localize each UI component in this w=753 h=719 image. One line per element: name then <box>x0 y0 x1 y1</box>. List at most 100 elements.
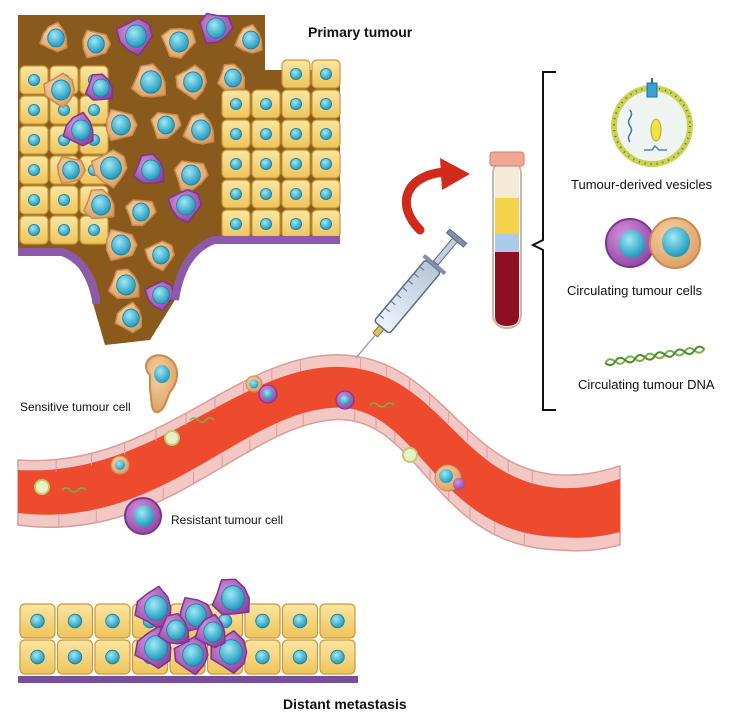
epithelial-cell <box>311 179 341 209</box>
epithelial-cell <box>281 149 311 179</box>
blood-collection-tube <box>489 151 525 329</box>
epithelial-cell <box>281 603 319 639</box>
vesicle-1 <box>34 479 50 495</box>
resistant-cell <box>199 12 234 45</box>
epithelial-cell <box>56 639 94 675</box>
circulating-cell-4 <box>335 390 355 410</box>
sensitive-cell <box>173 160 209 191</box>
sensitive-cell <box>114 301 143 334</box>
resistant-cell <box>144 280 175 312</box>
basement-membrane-primary <box>18 236 340 304</box>
epithelial-cell <box>19 95 49 125</box>
ctdna-fragment-2 <box>189 417 215 423</box>
resistant-cell <box>84 73 114 101</box>
epithelial-cell <box>244 639 281 675</box>
metastasis-tumour-cells <box>134 578 250 676</box>
resistant-tumour-cell <box>124 497 162 535</box>
epithelial-cell <box>281 209 311 239</box>
epithelial-cell <box>94 639 131 675</box>
vesicle-2 <box>164 430 180 446</box>
epithelial-cell <box>281 59 311 89</box>
syringe <box>355 228 468 359</box>
epithelial-cell <box>311 149 341 179</box>
epithelial-cell <box>311 89 341 119</box>
vesicle-3 <box>402 447 418 463</box>
circulating-cell-3 <box>258 384 278 404</box>
resistant-cell <box>62 111 94 147</box>
bracket <box>530 71 556 411</box>
epithelial-cell <box>221 179 251 209</box>
epithelial-cell <box>244 603 281 639</box>
sensitive-cell <box>175 64 208 101</box>
epithelial-cell <box>221 119 251 149</box>
sensitive-cell <box>43 72 76 109</box>
epithelial-cell <box>281 179 311 209</box>
circulating-cell-2 <box>245 375 263 393</box>
ctc-label: Circulating tumour cells <box>567 283 703 298</box>
epithelial-cell <box>79 215 109 245</box>
resistant-cell-label: Resistant tumour cell <box>171 513 284 527</box>
resistant-cell <box>134 585 172 630</box>
vesicle-icon <box>611 78 693 167</box>
sensitive-cell <box>217 63 246 91</box>
epithelial-cell <box>251 89 281 119</box>
vesicles-label: Tumour-derived vesicles <box>571 177 713 192</box>
epithelial-cell <box>221 209 251 239</box>
circulating-cell-5 <box>434 464 465 492</box>
ctdna-label: Circulating tumour DNA <box>578 377 715 392</box>
sensitive-cell <box>182 112 215 145</box>
ctdna-fragment-3 <box>369 402 395 408</box>
resistant-cell <box>115 17 154 57</box>
circulating-tumour-cells-icon <box>605 217 701 269</box>
sensitive-tumour-cell <box>145 354 179 414</box>
sensitive-cell-label: Sensitive tumour cell <box>20 400 131 414</box>
circulating-cell-1 <box>110 455 130 475</box>
epithelial-cell <box>281 89 311 119</box>
epithelial-cell <box>19 215 49 245</box>
primary-tumour-tissue <box>18 12 341 345</box>
epithelial-cell <box>19 155 49 185</box>
vessel-lumen <box>18 366 620 538</box>
distant-metastasis-tissue <box>18 578 358 683</box>
epithelial-cell <box>251 149 281 179</box>
resistant-cell <box>173 635 209 676</box>
transfer-arrow <box>401 158 470 235</box>
sensitive-cell <box>83 188 115 220</box>
epithelial-cell <box>221 149 251 179</box>
resistant-cell <box>211 578 250 616</box>
sensitive-cell <box>105 108 138 142</box>
epithelial-cell <box>19 125 49 155</box>
sensitive-cell <box>56 155 87 185</box>
epithelial-cell <box>19 603 56 639</box>
basement-membrane-metastasis <box>18 676 358 683</box>
epithelial-cell <box>94 603 131 639</box>
ctdna-icon <box>604 345 706 367</box>
vessel-content <box>34 375 465 495</box>
resistant-cell <box>157 612 190 645</box>
sensitive-cell <box>107 268 140 299</box>
blood-vessel <box>17 354 621 552</box>
sensitive-cell <box>39 21 68 53</box>
epithelial-cell <box>281 639 319 675</box>
epithelial-cell <box>19 639 56 675</box>
sensitive-cell <box>125 199 157 227</box>
epithelial-cell <box>49 215 79 245</box>
sensitive-cell <box>90 149 128 189</box>
epithelial-cell <box>19 65 49 95</box>
sensitive-cell <box>160 27 197 59</box>
epithelial-cell <box>311 209 341 239</box>
sensitive-cell <box>234 23 263 54</box>
distant-metastasis-label: Distant metastasis <box>283 696 407 712</box>
epithelial-cell <box>251 209 281 239</box>
resistant-cell <box>167 189 202 224</box>
epithelial-cell <box>281 119 311 149</box>
ctdna-fragment-1 <box>61 487 87 493</box>
primary-tumour-cells <box>39 12 263 334</box>
sensitive-cell <box>82 29 111 59</box>
epithelial-cell <box>319 603 356 639</box>
epithelial-cell <box>319 639 356 675</box>
sensitive-cell <box>144 240 175 272</box>
sensitive-cell <box>105 228 138 262</box>
primary-tumour-label: Primary tumour <box>308 24 413 40</box>
